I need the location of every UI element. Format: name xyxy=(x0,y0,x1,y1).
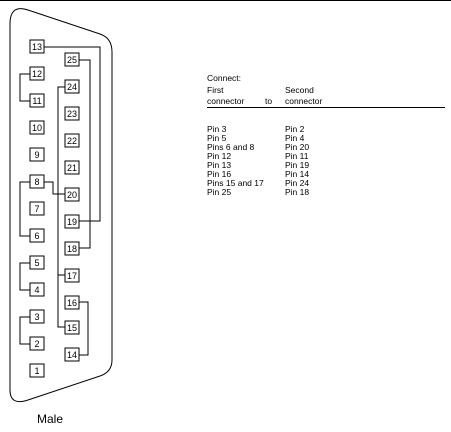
row-second: Pin 14 xyxy=(285,169,310,179)
wire-6-8 xyxy=(19,181,30,237)
wiring-lines xyxy=(19,46,101,356)
pin-19-box xyxy=(64,214,80,229)
row-second: Pin 2 xyxy=(285,124,305,134)
pin-5-box xyxy=(29,255,45,270)
pin-3-label: 3 xyxy=(34,312,39,322)
row-first: Pin 13 xyxy=(207,160,232,170)
pin-19-label: 19 xyxy=(67,217,77,227)
pin-23-label: 23 xyxy=(67,109,77,119)
pin-10-box xyxy=(29,120,45,135)
row-first: Pin 16 xyxy=(207,169,232,179)
table-title: Connect: xyxy=(207,73,242,83)
pin-18-box xyxy=(64,241,80,256)
pin-8-box xyxy=(29,174,45,189)
pin-23-box xyxy=(64,106,80,121)
row-first: Pins 6 and 8 xyxy=(207,142,255,152)
header-rule xyxy=(207,107,445,108)
row-second: Pin 19 xyxy=(285,160,310,170)
pin-16-box xyxy=(64,295,80,310)
row-second: Pin 20 xyxy=(285,142,310,152)
wire-12-11 xyxy=(19,73,30,102)
pin-8-label: 8 xyxy=(34,177,39,187)
pin-5-label: 5 xyxy=(34,258,39,268)
pin-6-label: 6 xyxy=(34,231,39,241)
row-first: Pins 15 and 17 xyxy=(207,178,264,188)
row-first: Pin 12 xyxy=(207,151,232,161)
wire-24-15-17 xyxy=(57,86,65,328)
header-to: to xyxy=(265,96,273,106)
row-first: Pin 3 xyxy=(207,124,227,134)
pin-7-label: 7 xyxy=(34,204,39,214)
pin-6-box xyxy=(29,228,45,243)
pin-15-box xyxy=(64,320,80,335)
pin-3-box xyxy=(29,309,45,324)
pin-17-box xyxy=(64,268,80,283)
connector-caption: Male xyxy=(37,412,64,426)
wire-16-14 xyxy=(79,301,89,356)
pin-18-label: 18 xyxy=(67,244,77,254)
pin-13-label: 13 xyxy=(32,42,42,52)
pin-column-right: 25 24 23 22 21 20 19 18 17 16 15 14 xyxy=(64,52,80,362)
connector-body-outline xyxy=(9,8,113,403)
pin-14-box xyxy=(64,347,80,362)
row-first: Pin 25 xyxy=(207,187,232,197)
pin-7-box xyxy=(29,201,45,216)
pin-12-box xyxy=(29,66,45,81)
pin-11-label: 11 xyxy=(32,96,41,106)
pin-22-box xyxy=(64,133,80,148)
row-second: Pin 18 xyxy=(285,187,310,197)
pin-24-label: 24 xyxy=(67,82,77,92)
top-border-line xyxy=(0,0,451,1)
pin-25-label: 25 xyxy=(67,55,77,65)
pin-16-label: 16 xyxy=(67,298,77,308)
pin-20-label: 20 xyxy=(67,190,77,200)
wire-25-18 xyxy=(79,59,91,249)
header-second-line1: Second xyxy=(285,85,314,95)
pin-15-label: 15 xyxy=(67,323,77,333)
pin-21-box xyxy=(64,160,80,175)
pin-1-label: 1 xyxy=(34,366,39,376)
row-second: Pin 4 xyxy=(285,133,305,143)
pin-1-box xyxy=(29,363,45,378)
pin-13-box xyxy=(29,39,45,54)
pin-21-label: 21 xyxy=(67,163,77,173)
pin-4-box xyxy=(29,282,45,297)
wire-5-4 xyxy=(19,262,30,291)
pin-20-box xyxy=(64,187,80,202)
header-first-line2: connector xyxy=(207,96,245,106)
pin-2-label: 2 xyxy=(34,339,39,349)
pin-11-box xyxy=(29,93,45,108)
header-second-line2: connector xyxy=(285,96,323,106)
pin-9-box xyxy=(29,147,45,162)
wire-3-2 xyxy=(19,316,30,345)
pin-column-left: 13 12 11 10 9 8 7 6 5 4 3 2 1 xyxy=(29,39,45,378)
pin-10-label: 10 xyxy=(32,123,42,133)
pin-25-box xyxy=(64,52,80,67)
pin-24-box xyxy=(64,79,80,94)
pin-4-label: 4 xyxy=(34,285,39,295)
wire-8-20 xyxy=(44,181,65,195)
pin-2-box xyxy=(29,336,45,351)
pin-12-label: 12 xyxy=(32,69,42,79)
pin-22-label: 22 xyxy=(67,136,77,146)
pin-17-label: 17 xyxy=(67,271,77,281)
row-first: Pin 5 xyxy=(207,133,227,143)
row-second: Pin 11 xyxy=(285,151,309,161)
row-second: Pin 24 xyxy=(285,178,310,188)
pin-14-label: 14 xyxy=(67,350,77,360)
pin-9-label: 9 xyxy=(34,150,39,160)
header-first-line1: First xyxy=(207,85,224,95)
